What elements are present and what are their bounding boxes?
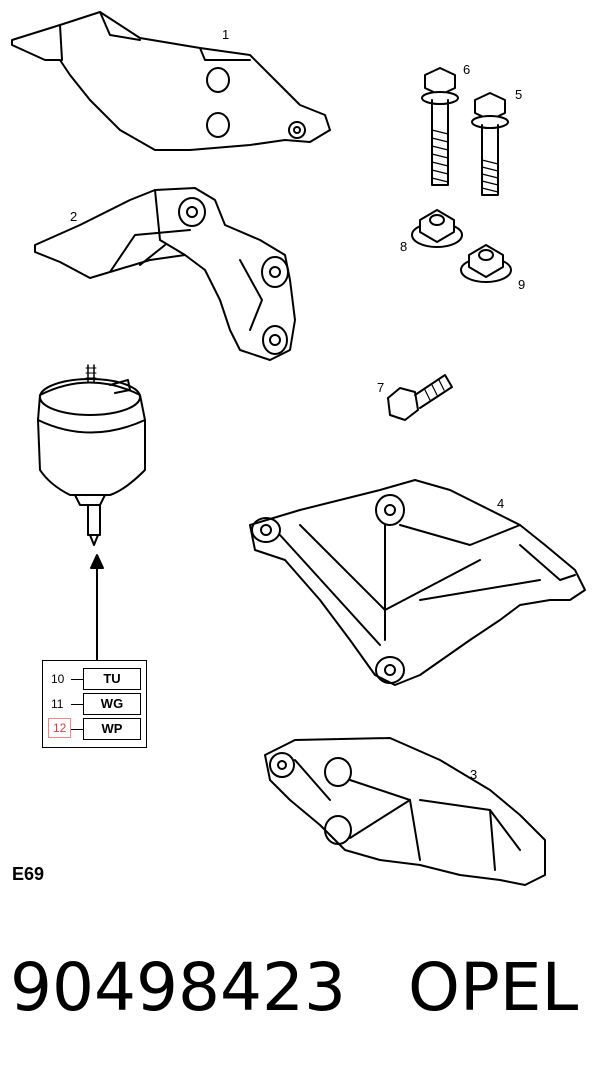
variant-code: WP [83,718,141,740]
variant-row-wg: 11 WG [43,692,146,716]
leader-line [71,679,83,680]
nut-9 [460,244,512,283]
callout-3: 3 [470,767,478,782]
part-number: 90498423 [10,949,346,1026]
callout-6: 6 [463,62,471,77]
exploded-parts-diagram [11,11,586,886]
bolt-6 [421,67,459,186]
variant-code: TU [83,668,141,690]
part-4-lower-bracket [249,479,586,686]
variant-code: WG [83,693,141,715]
callout-9: 9 [518,277,526,292]
variant-row-tu: 10 TU [43,667,146,691]
callout-1: 1 [222,27,230,42]
callout-7: 7 [377,380,385,395]
callout-4: 4 [497,496,505,511]
part-1-upper-bracket [11,11,331,151]
leader-line [71,729,83,730]
variant-number-highlighted: 12 [48,718,72,738]
part-2-middle-bracket [34,187,296,361]
variant-row-wp: 12 WP [43,717,146,741]
leader-line [71,704,83,705]
bolt-5 [471,92,509,196]
callout-5: 5 [515,87,523,102]
callout-2: 2 [70,209,78,224]
nut-8 [411,209,463,248]
brand-name: OPEL [408,949,579,1026]
callout-8: 8 [400,239,408,254]
variant-number: 10 [51,672,65,686]
variant-code-table: 10 TU 11 WG 12 WP [42,660,147,748]
variant-number: 11 [51,697,64,711]
diagram-code: E69 [12,864,45,884]
engine-mount-cylinder [37,364,146,546]
bolt-7 [387,374,453,421]
mount-arrow-head [90,554,104,569]
part-3-bottom-bracket [264,737,546,886]
